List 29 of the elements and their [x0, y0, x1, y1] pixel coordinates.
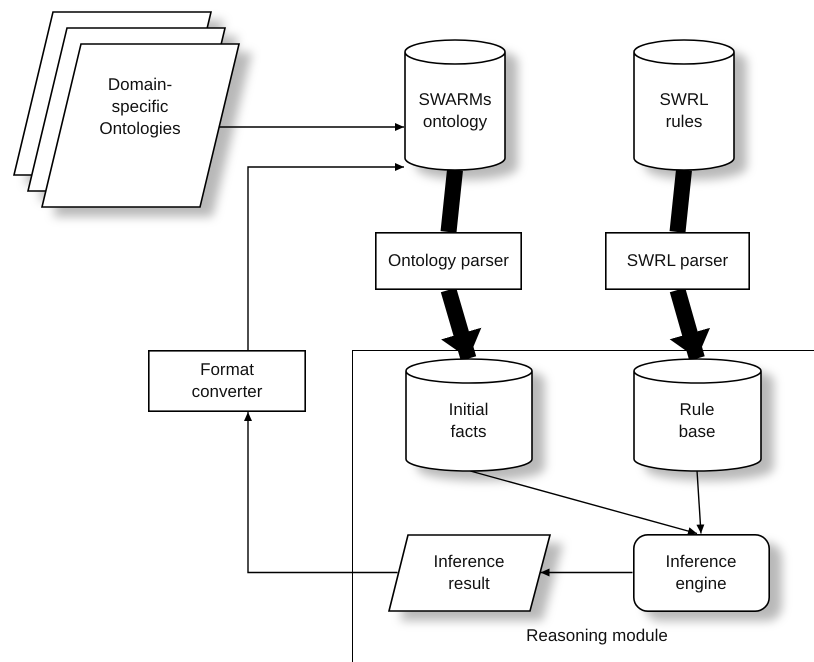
database-cylinder — [404, 358, 532, 470]
arrow — [540, 568, 632, 576]
node-label: SWRL rules — [658, 89, 710, 134]
process-box — [605, 232, 750, 290]
arrow — [219, 123, 404, 131]
node-label: SWRL parser — [626, 250, 730, 272]
database-cylinder — [633, 40, 735, 170]
arrow — [247, 163, 404, 350]
node-label: Inference result — [432, 550, 506, 595]
database-cylinder — [632, 358, 762, 470]
data-parallelogram — [388, 534, 550, 612]
process-box — [375, 232, 522, 290]
document-stack — [12, 12, 239, 207]
node-label: Rule base — [678, 398, 716, 443]
rounded-box — [632, 534, 770, 612]
node-label: Initial facts — [448, 398, 490, 443]
node-label: Domain-specific Ontologies — [98, 74, 182, 140]
arrow — [244, 412, 398, 574]
thick-arrow — [670, 288, 710, 361]
node-label: SWARMs ontology — [417, 89, 493, 134]
node-label: Format converter — [190, 359, 264, 404]
process-box — [148, 350, 306, 412]
database-cylinder — [404, 40, 506, 170]
module-region — [352, 350, 814, 662]
thick-arrow — [440, 288, 482, 361]
node-label: Inference engine — [664, 550, 738, 595]
arrow — [696, 470, 704, 534]
node-label: Ontology parser — [387, 250, 510, 272]
node-label: Reasoning module — [525, 625, 669, 647]
